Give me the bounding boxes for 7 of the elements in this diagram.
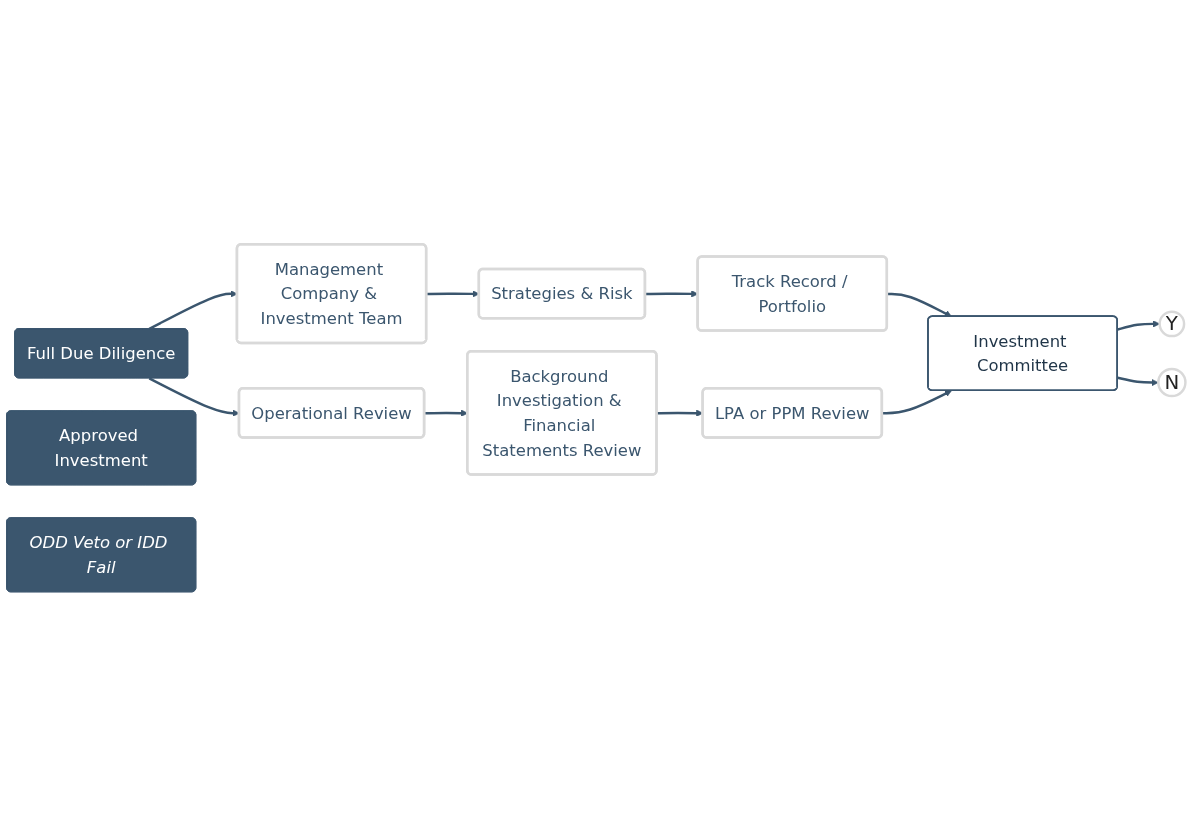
arrow: [1117, 376, 1159, 387]
arrow: [424, 409, 468, 417]
arrow: [882, 390, 952, 415]
node-circle: Y: [1158, 310, 1186, 338]
arrow: [887, 292, 952, 317]
arrow: [1117, 320, 1160, 331]
node-circle: N: [1157, 367, 1187, 398]
